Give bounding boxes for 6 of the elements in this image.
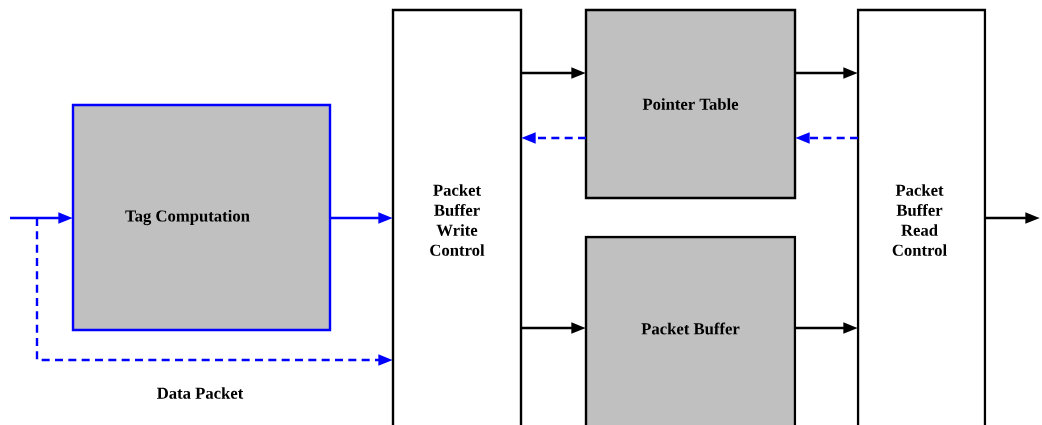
- edge-label: Data Packet: [155, 385, 245, 401]
- control-block: Packet Buffer Write Control: [391, 8, 523, 425]
- process-box: Tag Computation: [71, 103, 332, 332]
- control-block: Packet Buffer Read Control: [856, 8, 987, 425]
- memory-box: Packet Buffer: [584, 235, 797, 425]
- memory-box: Pointer Table: [584, 8, 797, 200]
